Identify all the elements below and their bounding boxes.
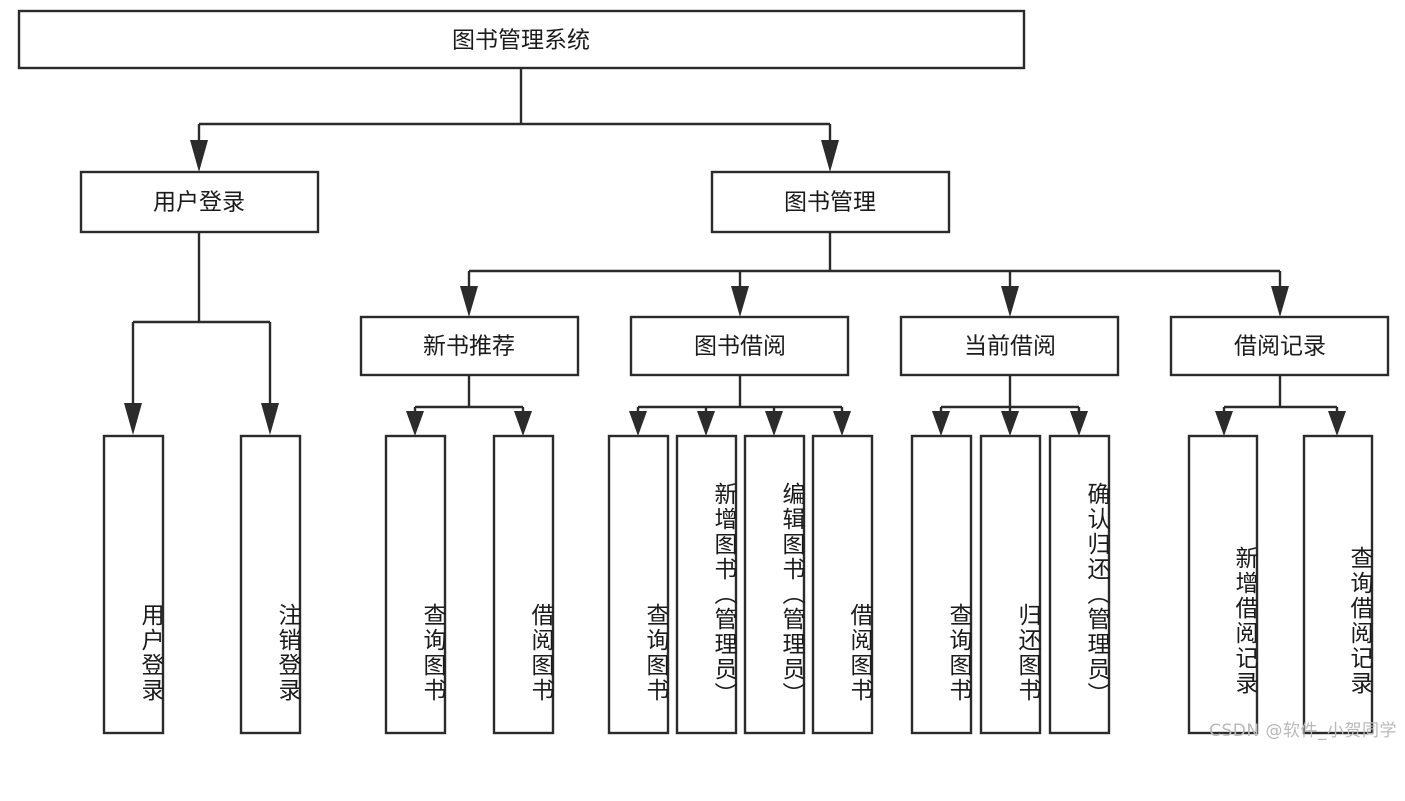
node-new-book-recommend-box[interactable]: [359, 315, 580, 377]
node-current-borrow-label: 当前借阅: [964, 334, 1056, 360]
hierarchy-diagram-svg: 图书管理系统 用户登录 图书管理 新书推荐 图书借阅 当前借阅 借阅记录: [17, 9, 1390, 735]
arrowhead-leaf-book-borrow-1: [629, 411, 647, 436]
leaf-box[interactable]: [384, 434, 447, 735]
leaf-box[interactable]: [1187, 434, 1259, 735]
arrowhead-borrow-record: [1271, 286, 1289, 317]
diagram-canvas: 图书管理系统 用户登录 图书管理 新书推荐 图书借阅 当前借阅 借阅记录 用户登…: [17, 9, 1397, 741]
node-book-borrow-label: 图书借阅: [694, 334, 786, 360]
leaf-box[interactable]: [1048, 434, 1111, 735]
leaf-box[interactable]: [910, 434, 973, 735]
node-box-group: [17, 9, 1390, 735]
arrowhead-leaf-borrow-record-2: [1328, 411, 1346, 436]
arrowhead-new-book-recommend: [460, 286, 478, 317]
watermark-text: CSDN @软件_小贺同学: [1209, 721, 1397, 741]
leaf-box[interactable]: [492, 434, 555, 735]
node-book-manage-box[interactable]: [710, 170, 951, 234]
node-user-login-box[interactable]: [79, 170, 320, 234]
arrowhead-book-manage: [821, 140, 839, 172]
leaf-box[interactable]: [675, 434, 738, 735]
leaf-box[interactable]: [102, 434, 165, 735]
node-borrow-record-label: 借阅记录: [1234, 334, 1326, 360]
connector-group: [124, 68, 1346, 436]
arrowhead-user-login: [190, 140, 208, 172]
leaf-box[interactable]: [607, 434, 670, 735]
node-book-manage-label: 图书管理: [784, 190, 876, 216]
arrowhead-book-borrow: [731, 286, 749, 317]
node-current-borrow-box[interactable]: [899, 315, 1120, 377]
leaf-box[interactable]: [239, 434, 302, 735]
arrowhead-leaf-borrow-record-1: [1215, 411, 1233, 436]
arrowhead-leaf-new-book-1: [406, 411, 424, 436]
leaf-box[interactable]: [979, 434, 1042, 735]
arrowhead-current-borrow: [1001, 286, 1019, 317]
arrowhead-leaf-current-borrow-2: [1001, 411, 1019, 436]
arrowhead-leaf-user-login-1: [124, 403, 142, 435]
node-borrow-record-box[interactable]: [1169, 315, 1390, 377]
horizontal-label-group: 图书管理系统 用户登录 图书管理 新书推荐 图书借阅 当前借阅 借阅记录: [153, 28, 1326, 360]
arrowhead-leaf-new-book-2: [514, 411, 532, 436]
node-new-book-recommend-label: 新书推荐: [423, 334, 515, 360]
arrowhead-leaf-current-borrow-1: [932, 411, 950, 436]
arrowhead-leaf-book-borrow-3: [765, 411, 783, 436]
arrowhead-leaf-user-login-2: [261, 403, 279, 435]
leaf-box[interactable]: [811, 434, 874, 735]
arrowhead-leaf-book-borrow-4: [833, 411, 851, 436]
node-root-box[interactable]: [17, 9, 1026, 70]
node-book-borrow-box[interactable]: [629, 315, 850, 377]
leaf-box[interactable]: [743, 434, 806, 735]
node-root-label: 图书管理系统: [452, 28, 590, 54]
arrowhead-leaf-current-borrow-3: [1070, 411, 1088, 436]
node-user-login-label: 用户登录: [153, 190, 245, 216]
leaf-box[interactable]: [1302, 434, 1374, 735]
arrowhead-leaf-book-borrow-2: [697, 411, 715, 436]
